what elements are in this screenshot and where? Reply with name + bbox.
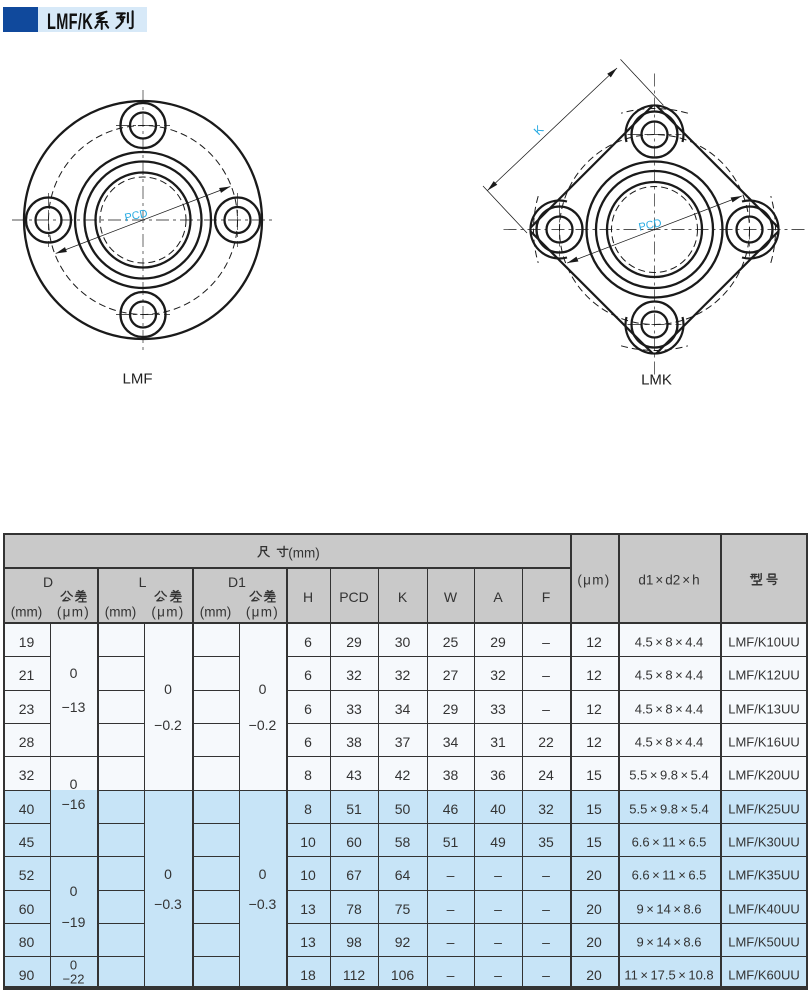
- svg-text:K: K: [531, 122, 547, 138]
- svg-text:PCD: PCD: [638, 217, 663, 234]
- svg-text:PCD: PCD: [124, 208, 149, 225]
